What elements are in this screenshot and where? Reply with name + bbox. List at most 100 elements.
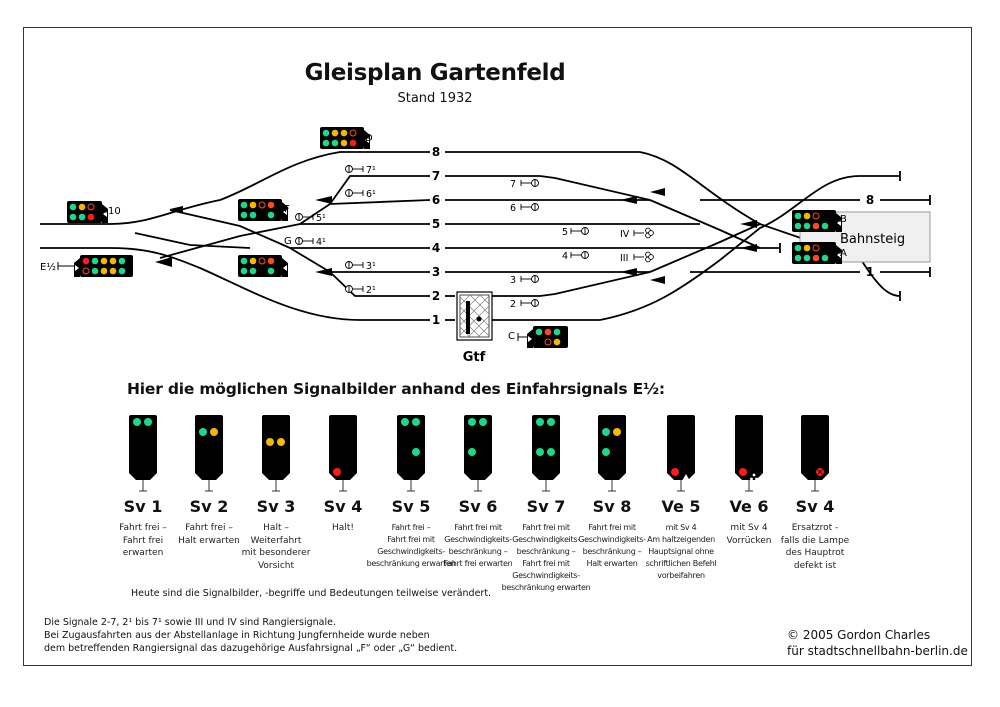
lamp (100, 257, 108, 265)
lamp-replacement-red (87, 203, 95, 211)
lamp (349, 139, 357, 147)
aspect-name: Sv 2 (189, 497, 229, 516)
shunt-signal-icon (345, 285, 364, 293)
lamp-white (750, 477, 753, 481)
shunt-label: IV (620, 229, 630, 240)
shunt-signal-roman-icon (633, 227, 654, 239)
credit-line: © 2005 Gordon Charles (787, 628, 931, 642)
aspect-description-line: Geschwindigkeits- (512, 535, 580, 544)
lamp (109, 267, 117, 275)
aspect-description-line: Fahrt frei – (119, 523, 167, 533)
lamp (803, 222, 811, 230)
lamp-yellow (266, 438, 274, 446)
shunt-signal-roman-icon (633, 251, 654, 263)
lamp (78, 213, 86, 221)
signal-g (238, 255, 288, 277)
aspect-description: Halt! (293, 522, 393, 535)
lamp (91, 257, 99, 265)
signal-aspect-icon (195, 415, 223, 492)
lamp (812, 222, 820, 230)
shunt-label: 6¹ (366, 189, 376, 200)
shunt-label: 2 (510, 299, 516, 310)
lamp-green (133, 418, 141, 426)
aspect-description-line: Halt erwarten (586, 559, 638, 568)
lamp (267, 211, 275, 219)
aspect-name: Sv 4 (795, 497, 835, 516)
shunt-signal-icon (345, 165, 364, 173)
signal-b (792, 210, 842, 232)
aspect-description-line: Fahrt frei mit (522, 523, 570, 532)
signal-c (517, 326, 568, 348)
signal-aspect-icon (329, 415, 357, 492)
shunt-label: III (620, 253, 628, 264)
lamp (535, 328, 543, 336)
lamp-green (412, 418, 420, 426)
page-subtitle: Stand 1932 (397, 91, 473, 106)
shunt-label: 4¹ (316, 237, 326, 248)
lamp (322, 139, 330, 147)
signal-aspect-icon (532, 415, 560, 492)
aspect-description: Fahrt frei –Halt erwarten (159, 522, 259, 547)
lamp (803, 244, 811, 252)
track-label: 1 (432, 313, 440, 327)
signal-label-10: 10 (108, 206, 121, 217)
aspect-description-line: mit Sv 4 (665, 523, 697, 532)
aspect-description-line: Fahrt frei – (391, 523, 431, 532)
aspect-description-line: beschränkung – (448, 547, 508, 556)
aspect-name: Ve 5 (661, 497, 701, 516)
lamp-replacement-red (812, 244, 820, 252)
signal-d (320, 127, 370, 149)
shunt-label: 7¹ (366, 165, 376, 176)
lamp-green (468, 448, 476, 456)
track-left-upper (40, 151, 430, 225)
track-label: 5 (432, 217, 440, 231)
lamp (118, 267, 126, 275)
signal-label-e: E½ (40, 261, 56, 273)
lamp (118, 257, 126, 265)
shunt-label: 2¹ (366, 285, 376, 296)
aspect-description-line: Fahrt frei mit (454, 523, 502, 532)
signal-10 (67, 201, 108, 223)
aspect-name: Sv 3 (256, 497, 296, 516)
depot-building (456, 291, 493, 341)
signal-aspect-icon (397, 415, 425, 492)
track-label: 7 (432, 169, 440, 183)
aspect-name: Sv 8 (592, 497, 632, 516)
lamp-green (199, 428, 207, 436)
lamp-replacement-red (82, 267, 90, 275)
lamp-green (602, 448, 610, 456)
lamp-green (602, 428, 610, 436)
lamp (109, 257, 117, 265)
aspect-name: Sv 4 (323, 497, 363, 516)
shunt-signal-icon (520, 203, 539, 211)
aspect-description-line: des Hauptrot (785, 548, 845, 558)
lamp-white (755, 477, 758, 481)
aspect-card: Sv 4 Halt! (293, 413, 393, 535)
lamp (794, 212, 802, 220)
aspect-description-line: Geschwindigkeits- (444, 535, 512, 544)
lamp (69, 203, 77, 211)
note-today: Heute sind die Signalbilder, -begriffe u… (131, 588, 492, 599)
lamp (100, 267, 108, 275)
signal-aspect-icon (129, 415, 157, 492)
track-label: 2 (432, 289, 440, 303)
platform-label: Bahnsteig (840, 232, 905, 247)
track-label: 3 (432, 265, 440, 279)
lamp (812, 254, 820, 262)
lamp (794, 244, 802, 252)
signal-aspect-icon (598, 415, 626, 492)
note-line: Bei Zugausfahrten aus der Abstellanlage … (44, 630, 430, 641)
lamp (322, 129, 330, 137)
shunt-signal-icon (295, 213, 314, 221)
